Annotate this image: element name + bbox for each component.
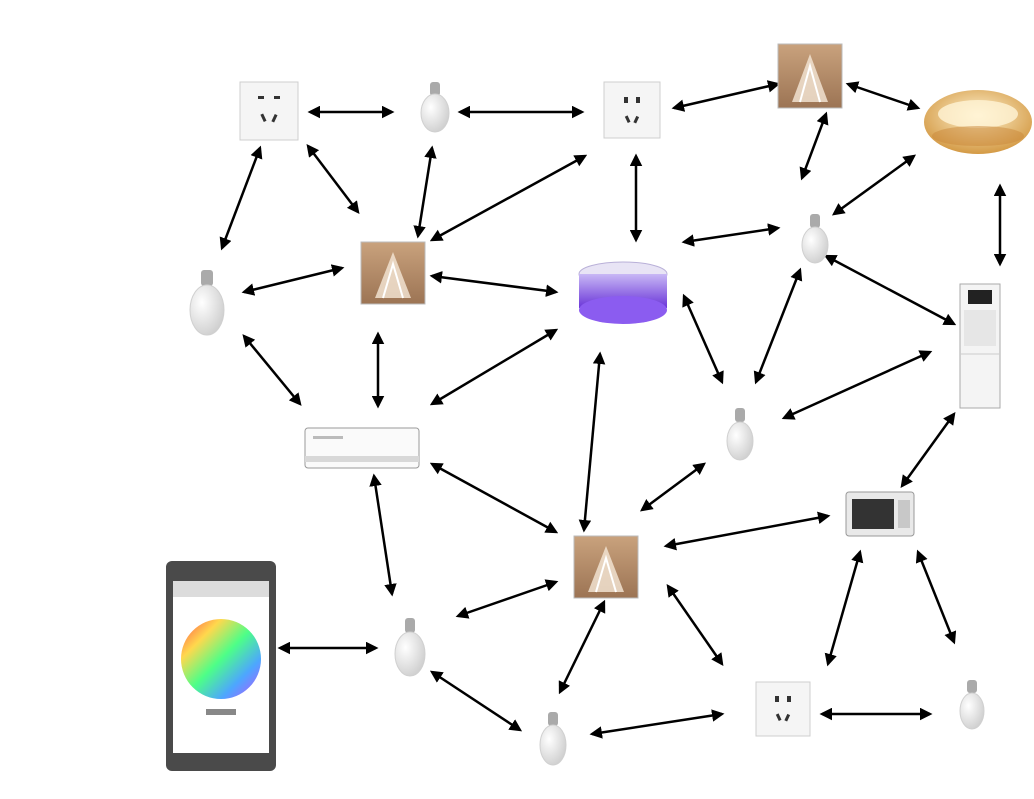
connection-arrows: [219, 80, 1007, 739]
connection-arrow: [429, 154, 588, 242]
connection-arrow: [753, 267, 803, 385]
panel-1-icon: [777, 43, 843, 109]
connection-arrow: [831, 154, 917, 216]
bulb-5-icon: [394, 618, 426, 677]
connection-arrow: [429, 670, 523, 732]
connection-arrow: [558, 599, 606, 695]
microwave-1-icon: [845, 491, 915, 537]
connection-arrow: [663, 511, 831, 551]
connection-arrow: [241, 264, 345, 296]
connection-arrow: [824, 549, 864, 667]
connection-arrow: [900, 411, 956, 489]
bulb-6-icon: [539, 712, 567, 766]
bulb-4-icon: [726, 408, 754, 461]
connection-arrow: [413, 145, 437, 239]
connection-arrow: [799, 111, 829, 181]
chandelier-1-icon: [924, 90, 1032, 154]
connection-arrow: [429, 328, 559, 406]
panel-3-icon: [573, 535, 639, 599]
floor-ac-1-icon: [959, 283, 1001, 409]
socket-3-icon: [755, 681, 811, 737]
socket-2-icon: [603, 81, 661, 139]
bulb-7-icon: [959, 680, 985, 730]
connection-arrow: [671, 80, 781, 112]
connection-arrow: [219, 145, 263, 251]
ceiling-light-1-icon: [573, 252, 673, 330]
connection-arrow: [455, 579, 559, 619]
connection-arrow: [682, 293, 724, 385]
bulb-3-icon: [189, 270, 225, 336]
phone-1-icon: [166, 561, 276, 771]
connection-arrow: [589, 709, 725, 739]
connection-arrow: [578, 351, 606, 533]
connection-arrow: [306, 144, 360, 214]
bulb-1-icon: [420, 82, 450, 133]
ac-unit-1-icon: [304, 427, 420, 469]
connection-arrow: [823, 254, 957, 326]
connection-arrow: [681, 223, 781, 247]
connection-arrow: [429, 271, 559, 297]
connection-arrow: [666, 583, 724, 667]
connection-arrow: [845, 81, 921, 111]
connection-arrow: [639, 462, 707, 512]
connection-arrow: [242, 334, 302, 406]
panel-2-icon: [360, 241, 426, 305]
connection-arrow: [781, 350, 933, 420]
bulb-2-icon: [801, 214, 829, 264]
connection-arrow: [429, 462, 559, 534]
connection-arrow: [915, 549, 957, 645]
connection-arrow: [369, 473, 397, 597]
socket-1-icon: [239, 81, 299, 141]
